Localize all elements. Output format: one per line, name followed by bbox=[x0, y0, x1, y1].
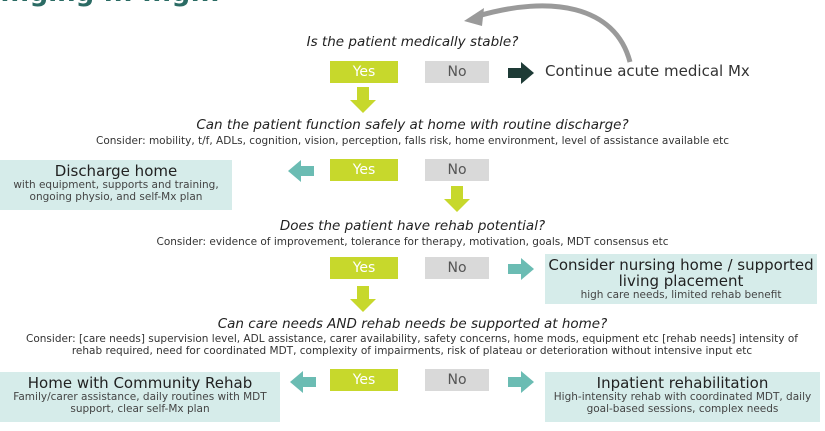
yes-button-q4[interactable]: Yes bbox=[330, 369, 398, 391]
logo: cqu bbox=[762, 0, 825, 8]
outcome-discharge-home: Discharge home with equipment, supports … bbox=[0, 160, 232, 210]
no-button-q4[interactable]: No bbox=[425, 369, 489, 391]
outcome-title: Discharge home bbox=[54, 162, 178, 180]
outcome-title: Home with Community Rehab bbox=[27, 374, 253, 392]
consider-text-q3: Consider: evidence of improvement, toler… bbox=[156, 236, 669, 248]
outcome-subtitle: High-intensity rehab with coordinated MD… bbox=[553, 391, 812, 415]
yes-button-q3[interactable]: Yes bbox=[330, 257, 398, 279]
no-button-q2[interactable]: No bbox=[425, 159, 489, 181]
no-button-q1[interactable]: No bbox=[425, 61, 489, 83]
arrow-down-icon bbox=[350, 87, 376, 113]
outcome-title: Inpatient rehabilitation bbox=[596, 374, 769, 392]
question-function-safely: Can the patient function safely at home … bbox=[196, 117, 629, 133]
arrow-left-teal-icon bbox=[288, 160, 314, 182]
arrow-down-icon bbox=[350, 286, 376, 312]
arrow-right-teal-icon bbox=[508, 371, 534, 393]
arrow-right-dark-icon bbox=[508, 62, 534, 84]
question-care-rehab-home: Can care needs AND rehab needs be suppor… bbox=[217, 316, 608, 332]
outcome-inpatient-rehab: Inpatient rehabilitation High-intensity … bbox=[545, 372, 820, 422]
arrow-left-teal-icon bbox=[290, 371, 316, 393]
outcome-continue-acute: Continue acute medical Mx bbox=[545, 62, 750, 80]
loop-back-arrow bbox=[464, 3, 633, 63]
yes-button-q1[interactable]: Yes bbox=[330, 61, 398, 83]
page-title-fragment: ...ging ... ...g... bbox=[0, 0, 220, 8]
outcome-subtitle: with equipment, supports and training, o… bbox=[13, 179, 219, 203]
consider-text-q4: Consider: [care needs] supervision level… bbox=[26, 333, 798, 357]
outcome-subtitle: high care needs, limited rehab benefit bbox=[580, 289, 782, 301]
outcome-nursing-home: Consider nursing home / supported living… bbox=[545, 254, 817, 304]
question-rehab-potential: Does the patient have rehab potential? bbox=[279, 218, 546, 234]
outcome-subtitle: Family/carer assistance, daily routines … bbox=[13, 391, 267, 415]
arrow-down-icon bbox=[444, 186, 470, 212]
consider-text-q2: Consider: mobility, t/f, ADLs, cognition… bbox=[96, 135, 729, 147]
question-medically-stable: Is the patient medically stable? bbox=[306, 34, 519, 50]
arrow-right-teal-icon bbox=[508, 258, 534, 280]
yes-button-q2[interactable]: Yes bbox=[330, 159, 398, 181]
outcome-title: Consider nursing home / supported living… bbox=[548, 256, 814, 290]
outcome-home-community-rehab: Home with Community Rehab Family/carer a… bbox=[0, 372, 280, 422]
no-button-q3[interactable]: No bbox=[425, 257, 489, 279]
